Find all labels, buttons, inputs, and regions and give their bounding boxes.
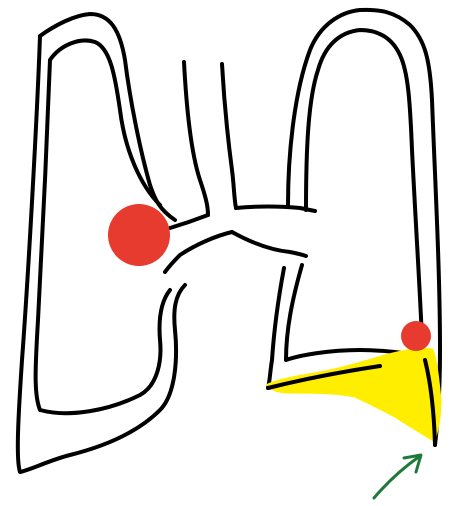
trachea-right-wall [222,64,236,208]
lesion-left-base [401,321,431,351]
arrow-shaft [374,456,420,498]
lesion-right-hilum [108,204,170,266]
left-lung-inner-outline [306,30,425,360]
right-lung-outer-top [40,14,175,220]
right-main-bronchus [165,215,232,272]
arrow-icon [374,455,421,498]
left-main-bronchus [232,207,315,257]
trachea-left-wall [184,62,208,215]
fluid-collection [268,349,440,440]
